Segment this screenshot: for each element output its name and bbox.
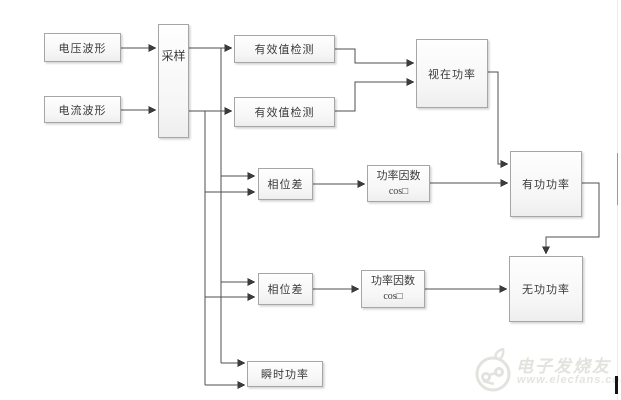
cursor-bar <box>615 376 618 394</box>
node-apparent-power: 视在功率 <box>416 39 488 108</box>
power-factor-line2: cos□ <box>383 291 403 302</box>
watermark: 电子发烧友 www.elecfans.com <box>474 344 621 396</box>
node-active-power: 有功功率 <box>510 151 582 217</box>
elecfans-logo-icon <box>475 348 511 392</box>
node-power-factor-2: 功率因数 cos□ <box>361 270 425 308</box>
node-phase-difference-1: 相位差 <box>258 168 313 200</box>
node-voltage-waveform: 电压波形 <box>44 33 121 62</box>
node-reactive-power: 无功功率 <box>509 256 583 322</box>
power-factor-line1: 功率因数 <box>371 275 415 287</box>
node-rms-detect-2: 有效值检测 <box>234 97 335 127</box>
node-instantaneous-power: 瞬时功率 <box>247 361 323 387</box>
page-edge-segment <box>617 153 618 205</box>
node-current-waveform: 电流波形 <box>44 96 121 123</box>
node-phase-difference-2: 相位差 <box>258 273 313 305</box>
node-rms-detect-1: 有效值检测 <box>234 35 335 63</box>
watermark-brand-text: 电子发烧友 <box>516 357 611 376</box>
power-factor-line2: cos□ <box>388 185 409 197</box>
power-factor-line1: 功率因数 <box>376 169 421 182</box>
node-sampling: 采样 <box>158 24 189 138</box>
node-power-factor-1: 功率因数 cos□ <box>367 165 430 202</box>
watermark-url-text: www.elecfans.com <box>517 374 621 386</box>
